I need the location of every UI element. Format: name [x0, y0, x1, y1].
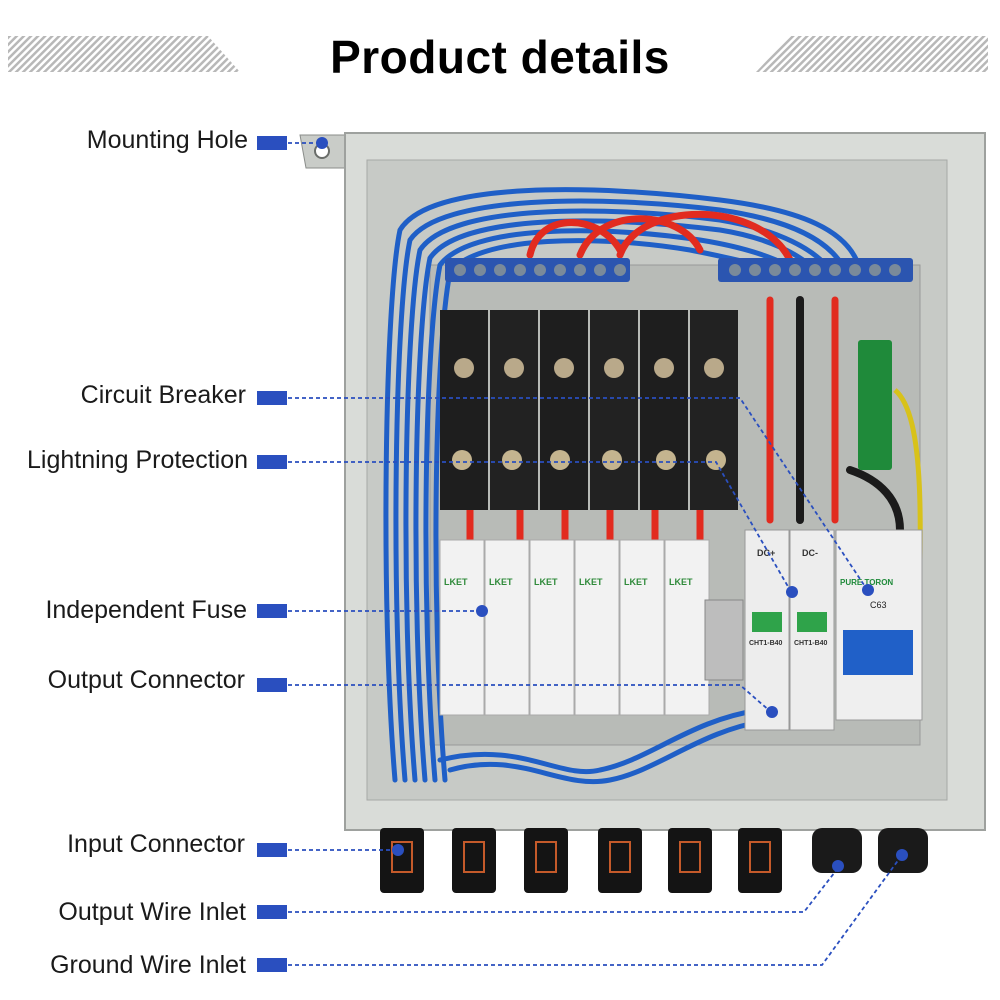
callout-label-independent-fuse: Independent Fuse [45, 596, 247, 624]
callout-label-output-wire-inlet: Output Wire Inlet [58, 898, 246, 926]
fuse-brand-label: LKET [669, 577, 693, 587]
callout-marker [257, 678, 287, 692]
callout-label-mounting-hole: Mounting Hole [86, 126, 248, 154]
callout-label-lightning-protection: Lightning Protection [27, 446, 248, 474]
fuse-holders [439, 539, 710, 716]
busbar-screws [454, 264, 901, 276]
surge-protectors [744, 529, 835, 731]
breaker-toggle [843, 630, 913, 675]
callout-marker [257, 905, 287, 919]
spd-terminal-label: DC+ [757, 548, 775, 558]
breaker-brand-label: PURE TORON [840, 578, 893, 587]
callout-marker [257, 136, 287, 150]
circuit-breaker [835, 529, 923, 721]
ground-terminal [858, 340, 892, 470]
callout-marker [257, 604, 287, 618]
fuse-brand-labels: LKET LKET LKET LKET LKET LKET [444, 577, 693, 587]
fuse-screws-top [454, 358, 724, 378]
callout-label-input-connector: Input Connector [67, 830, 245, 858]
callout-marker [257, 843, 287, 857]
input-connectors [380, 828, 782, 893]
callout-marker [257, 391, 287, 405]
callout-dots [316, 137, 908, 872]
fuse-brand-label: LKET [489, 577, 513, 587]
fuse-brand-label: LKET [579, 577, 603, 587]
spd-model-label: CHT1-B40 [794, 640, 828, 647]
callout-leaders [288, 142, 903, 966]
terminal-block [704, 599, 744, 681]
fuse-screws-bottom [452, 450, 726, 470]
red-wire-bundle [466, 210, 839, 544]
callout-label-circuit-breaker: Circuit Breaker [80, 381, 246, 409]
input-connector-rings [391, 841, 771, 873]
fuse-brand-label: LKET [624, 577, 648, 587]
callout-label-output-connector: Output Connector [47, 666, 245, 694]
right-hatch-decoration [756, 36, 988, 72]
breaker-rating-label: C63 [870, 600, 887, 610]
page-title: Product details [330, 31, 670, 83]
black-wires [796, 296, 904, 534]
callout-marker [257, 455, 287, 469]
fuse-holder-tops [440, 310, 738, 510]
left-hatch-decoration [8, 36, 240, 72]
spd-terminal-label: DC- [802, 548, 818, 558]
fuse-brand-label: LKET [534, 577, 558, 587]
spd-model-label: CHT1-B40 [749, 640, 783, 647]
callout-marker [257, 958, 287, 972]
callout-label-ground-wire-inlet: Ground Wire Inlet [50, 951, 246, 979]
fuse-brand-label: LKET [444, 577, 468, 587]
cable-glands [812, 828, 928, 873]
